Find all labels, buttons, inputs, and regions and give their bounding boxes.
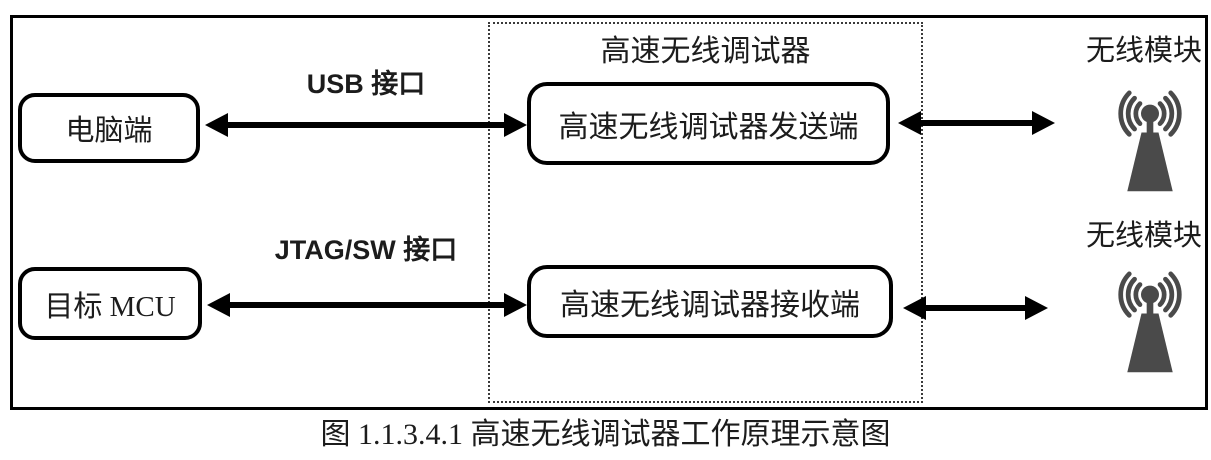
antenna-icon <box>1112 89 1188 195</box>
debugger-group-box <box>488 22 923 403</box>
antenna-icon <box>1112 270 1188 376</box>
arrowhead-right-icon <box>504 293 527 317</box>
arrowhead-left-icon <box>903 296 926 320</box>
arrowhead-right-icon <box>1032 111 1055 135</box>
arrowhead-left-icon <box>207 293 230 317</box>
wireless-module-bottom-label: 无线模块 <box>1085 220 1202 252</box>
node-computer-label: 电脑端 <box>65 115 153 147</box>
node-debugger-receiver: 高速无线调试器接收端 <box>527 265 893 338</box>
sender-wireless-double-arrow <box>898 111 1055 135</box>
node-debugger-sender: 高速无线调试器发送端 <box>527 82 890 165</box>
arrowhead-right-icon <box>1025 296 1048 320</box>
wireless-module-top-label: 无线模块 <box>1085 35 1202 67</box>
usb-interface-label: USB 接口 <box>306 69 426 99</box>
jtag-sw-interface-label: JTAG/SW 接口 <box>274 235 458 265</box>
node-debugger-sender-label: 高速无线调试器发送端 <box>558 110 859 144</box>
node-computer: 电脑端 <box>18 93 200 163</box>
usb-double-arrow <box>205 113 527 137</box>
node-target-mcu-label: 目标 MCU <box>44 290 176 323</box>
arrowhead-left-icon <box>898 111 921 135</box>
arrow-shaft <box>921 120 1032 126</box>
arrow-shaft <box>228 122 504 128</box>
arrowhead-right-icon <box>504 113 527 137</box>
jtag-double-arrow <box>207 293 527 317</box>
arrow-shaft <box>230 302 504 308</box>
arrow-shaft <box>926 305 1025 311</box>
debugger-group-title: 高速无线调试器 <box>600 35 811 68</box>
arrowhead-left-icon <box>205 113 228 137</box>
node-target-mcu: 目标 MCU <box>18 267 202 340</box>
diagram-outer-frame <box>10 15 1208 410</box>
node-debugger-receiver-label: 高速无线调试器接收端 <box>560 288 860 322</box>
figure-caption: 图 1.1.3.4.1 高速无线调试器工作原理示意图 <box>320 418 891 451</box>
receiver-wireless-double-arrow <box>903 296 1048 320</box>
